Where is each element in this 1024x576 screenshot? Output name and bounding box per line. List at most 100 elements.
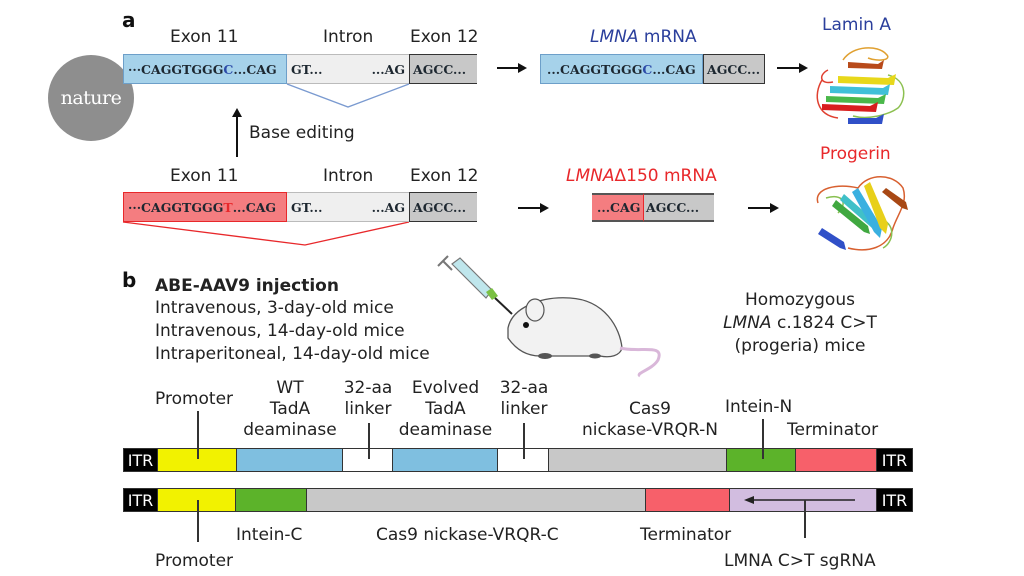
n-linker2-label: 32-aa linker — [494, 378, 554, 420]
n-wt-tada-label: WT TadA deaminase — [237, 378, 343, 441]
injection-title: ABE-AAV9 injection — [155, 276, 339, 296]
n-wt-tada-line2: TadA — [269, 399, 311, 419]
wt-mrna-seq-prefix: ...CAGGTGGG — [547, 61, 643, 77]
n-linker1-leader — [368, 423, 370, 459]
mut-intron-seq-end: ...AG — [371, 199, 405, 215]
c-cas9-label: Cas9 nickase-VRQR-C — [376, 525, 559, 545]
n-cas9-label: Cas9 nickase-VRQR-N — [560, 399, 740, 441]
n-linker1-line1: 32-aa — [343, 378, 393, 398]
wt-splice-line — [286, 83, 410, 108]
mut-exon12-segment: AGCC... — [409, 192, 477, 222]
progerin-protein-structure-icon — [816, 176, 908, 251]
mut-mrna-bar: ...CAG AGCC... — [592, 193, 714, 222]
n-itr-right: ITR — [877, 448, 913, 472]
n-cas9-line2: nickase-VRQR-N — [581, 420, 719, 440]
mut-mrna-label-rest: Δ150 mRNA — [614, 166, 717, 186]
injection-route-2: Intravenous, 14-day-old mice — [155, 321, 405, 341]
panel-a-letter: a — [122, 8, 136, 32]
c-intein-label: Intein-C — [236, 525, 303, 545]
mut-intron-label: Intron — [323, 166, 374, 186]
mut-exon11-seq-suffix: ...CAG — [232, 199, 277, 215]
injection-route-3: Intraperitoneal, 14-day-old mice — [155, 344, 430, 364]
n-evolved-tada-line3: deaminase — [398, 420, 493, 440]
n-wt-tada-segment — [237, 448, 343, 472]
mice-line-1: Homozygous — [745, 290, 855, 310]
wt-exon11-seq-suffix: ...CAG — [233, 61, 277, 77]
panel-b-letter: b — [122, 268, 137, 292]
mut-splice-line — [122, 221, 410, 246]
wt-exon12-seq: AGCC... — [413, 61, 467, 77]
wt-exon11-label: Exon 11 — [170, 27, 239, 47]
arrow-mrna-to-protein-wt — [777, 63, 808, 73]
mouse-icon — [507, 297, 661, 378]
nature-logo: nature — [48, 55, 134, 141]
wt-mrna-exon12-seq: AGCC... — [707, 61, 761, 77]
c-sgrna-leader — [804, 500, 806, 538]
mut-exon12-seq: AGCC... — [413, 199, 467, 215]
c-itr-left: ITR — [123, 488, 158, 512]
c-cas9-segment — [307, 488, 646, 512]
mice-line-3: (progeria) mice — [734, 336, 866, 356]
arrow-gene-to-mrna-mut — [518, 203, 549, 213]
mut-exon11-mutant-base: T — [223, 199, 233, 215]
n-linker2-leader — [523, 423, 525, 459]
n-terminator-label: Terminator — [787, 420, 879, 440]
mut-mrna-gene-name: LMNA — [566, 166, 615, 186]
n-evolved-tada-line1: Evolved — [411, 378, 480, 398]
mice-line-2: LMNA c.1824 C>T — [720, 313, 880, 333]
wt-intron-seq-start: GT... — [291, 61, 323, 77]
n-evolved-tada-segment — [393, 448, 498, 472]
sgrna-direction-arrow-icon — [744, 496, 855, 504]
wt-mrna-label-rest: mRNA — [638, 27, 697, 47]
n-promoter-label: Promoter — [155, 389, 234, 409]
wt-intron-segment: GT... ...AG — [287, 54, 409, 84]
mut-mrna-exon12-seq: AGCC... — [646, 200, 700, 215]
n-terminator-segment — [796, 448, 877, 472]
mut-intron-segment: GT... ...AG — [287, 192, 409, 222]
mut-exon11-label: Exon 11 — [170, 166, 239, 186]
wt-mrna-gene-name: LMNA — [590, 27, 639, 47]
wt-mrna-label: LMNA mRNA — [590, 27, 697, 47]
syringe-mouse-illustration — [437, 255, 661, 378]
wt-mrna-seq-suffix: ...CAG — [652, 61, 696, 77]
n-wt-tada-line3: deaminase — [243, 420, 337, 440]
syringe-icon — [437, 255, 513, 315]
n-itr-left: ITR — [123, 448, 158, 472]
construct-c-bar: ITR ITR — [123, 488, 913, 512]
mice-mutation: c.1824 C>T — [771, 313, 877, 333]
n-wt-tada-line1: WT — [276, 378, 304, 398]
mut-mrna-exon11-seq: ...CAG — [597, 200, 641, 215]
wt-mrna-edited-base: C — [642, 61, 653, 77]
base-editing-label: Base editing — [249, 123, 355, 143]
c-terminator-segment — [646, 488, 730, 512]
mut-mrna-label: LMNAΔ150 mRNA — [566, 166, 717, 186]
n-cas9-line1: Cas9 — [629, 399, 671, 419]
mut-exon11-seq-prefix: ···CAGGTGGG — [128, 199, 224, 215]
c-promoter-leader — [197, 500, 199, 542]
n-promoter-leader — [197, 411, 199, 459]
wt-exon12-segment: AGCC... — [409, 54, 477, 84]
logo-text: nature — [60, 87, 122, 109]
c-itr-right: ITR — [877, 488, 913, 512]
arrow-mrna-to-protein-mut — [748, 203, 779, 213]
mut-intron-seq-start: GT... — [291, 199, 323, 215]
n-intein-leader — [762, 419, 764, 459]
n-linker1-line2: linker — [344, 399, 392, 419]
wt-exon11-edited-base: C — [223, 61, 234, 77]
c-intein-segment — [236, 488, 307, 512]
lamin-a-label: Lamin A — [822, 15, 891, 35]
wt-intron-label: Intron — [323, 27, 374, 47]
mut-mrna-exon12: AGCC... — [644, 193, 714, 222]
n-linker2-line1: 32-aa — [499, 378, 549, 398]
n-intein-segment — [727, 448, 796, 472]
mut-exon12-label: Exon 12 — [410, 166, 479, 186]
wt-intron-seq-end: ...AG — [371, 61, 405, 77]
construct-n-bar: ITR ITR — [123, 448, 913, 472]
injection-route-1: Intravenous, 3-day-old mice — [155, 298, 394, 318]
n-evolved-tada-line2: TadA — [425, 399, 466, 419]
